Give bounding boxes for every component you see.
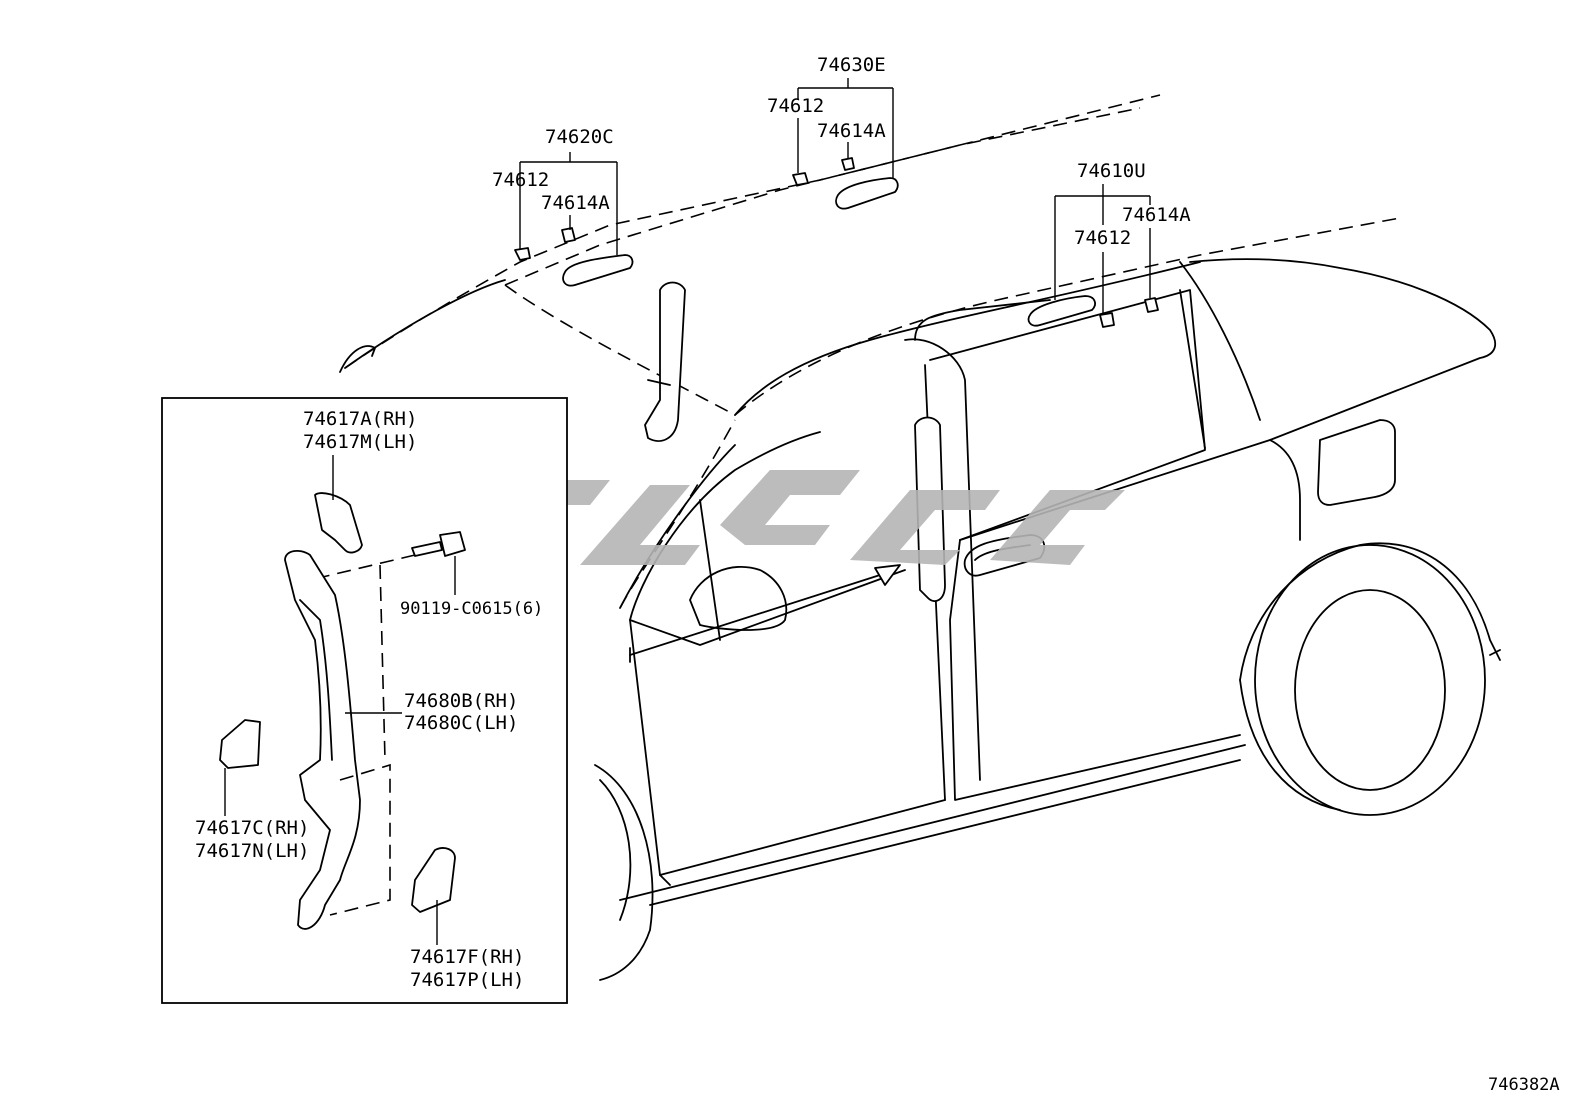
callout-74612-c: 74612 xyxy=(1074,227,1131,249)
assist-grip-74610U xyxy=(1027,295,1096,327)
front-door-outline xyxy=(629,619,946,876)
upper-cover-lh: 74617M(LH) xyxy=(303,431,417,453)
rocker-panel-top xyxy=(619,744,1246,901)
leader-74610U xyxy=(1054,184,1151,313)
front-wheel-arch-inner xyxy=(599,779,632,921)
clip-74612-b xyxy=(792,172,809,186)
install-arrow-shaft xyxy=(629,574,881,656)
callout-74614A-a: 74614A xyxy=(541,192,610,214)
middle-cover-rh: 74617C(RH) xyxy=(195,817,309,839)
grip-74630E: 74630E 74612 74614A xyxy=(767,54,899,210)
roof-line-inner xyxy=(504,107,1141,286)
lower-cover-rh: 74617F(RH) xyxy=(410,946,524,968)
rear-quarter-window xyxy=(1189,258,1497,441)
callout-74612-b: 74612 xyxy=(767,95,824,117)
side-mirror xyxy=(689,565,788,631)
bolt-guide-line xyxy=(309,554,416,581)
pillar-trim-rh: 74680B(RH) xyxy=(404,690,518,712)
inset-detail-box: 74617A(RH) 74617M(LH) 90119-C0615(6) 746… xyxy=(161,397,568,1004)
bolt-head xyxy=(439,531,466,557)
front-door-corner xyxy=(659,874,671,886)
diagram-reference-code: 746382A xyxy=(1488,1075,1560,1095)
rear-door-outline xyxy=(949,539,1241,801)
assist-grip-74620C xyxy=(562,254,634,287)
front-belt xyxy=(629,569,906,646)
grip-74620C: 74620C 74612 74614A xyxy=(492,126,634,287)
pillar-trim-lh: 74680C(LH) xyxy=(404,712,518,734)
lower-cover-lh: 74617P(LH) xyxy=(410,969,524,991)
inset-frame xyxy=(161,397,568,1004)
pillar-guide-lower xyxy=(329,763,391,916)
roof-side-line xyxy=(734,217,1401,416)
rocker-panel-bottom xyxy=(649,759,1241,906)
bolt-shank xyxy=(411,541,443,557)
roof-line-outer xyxy=(344,94,1161,369)
middle-cover-part xyxy=(219,719,261,769)
slider-window-top xyxy=(914,299,1051,341)
callout-74614A-b: 74614A xyxy=(817,120,886,142)
clip-74614A-b xyxy=(841,157,855,171)
roof-side-solid xyxy=(734,261,1201,416)
a-pillar-dash xyxy=(619,419,736,609)
clip-74614A-c xyxy=(1144,297,1159,313)
lower-cover-part xyxy=(411,847,456,913)
a-pillar-trim-detached xyxy=(644,281,686,442)
rear-door-window-rear xyxy=(1179,289,1206,449)
callout-74614A-c: 74614A xyxy=(1122,204,1191,226)
rear-bumper-hint xyxy=(1489,649,1501,656)
front-window-lower xyxy=(629,431,821,621)
a-pillar-top xyxy=(344,279,506,369)
vehicle-outline xyxy=(339,94,1501,981)
slide-door-handle xyxy=(963,534,1046,577)
callout-74620C: 74620C xyxy=(545,126,614,148)
rear-tire-side xyxy=(1239,679,1341,811)
pillar-guide-upper xyxy=(379,564,386,761)
b-pillar-front xyxy=(904,338,981,781)
front-wheel-arch xyxy=(594,764,654,981)
pillar-trim-detail xyxy=(299,599,333,761)
pillar-trim-part xyxy=(284,549,361,930)
callout-74610U: 74610U xyxy=(1077,160,1146,182)
middle-cover-lh: 74617N(LH) xyxy=(195,840,309,862)
c-pillar-line xyxy=(1179,261,1261,421)
clip-74612-a xyxy=(514,247,531,261)
vent-divider xyxy=(699,499,721,641)
rear-belt xyxy=(959,439,1301,541)
rear-tire xyxy=(1254,544,1486,816)
upper-cover-rh: 74617A(RH) xyxy=(303,408,417,430)
callout-74630E: 74630E xyxy=(817,54,886,76)
clip-74614A-a xyxy=(561,227,576,243)
windshield-edge xyxy=(504,284,736,416)
upper-cover-part xyxy=(314,492,363,554)
grip-74610U: 74610U 74612 74614A xyxy=(1027,160,1191,328)
bolt-label: 90119-C0615(6) xyxy=(400,599,543,619)
leader-74630E xyxy=(797,78,894,178)
rear-wheel-arch xyxy=(1239,542,1501,681)
assist-grip-74630E xyxy=(835,177,899,210)
a-pillar-trim-detail xyxy=(647,379,671,386)
fuel-door xyxy=(1317,419,1396,506)
clip-74612-c xyxy=(1099,312,1115,328)
install-arrow-head xyxy=(874,564,901,586)
leader-74620C xyxy=(519,152,618,255)
rear-rim xyxy=(1294,589,1446,791)
